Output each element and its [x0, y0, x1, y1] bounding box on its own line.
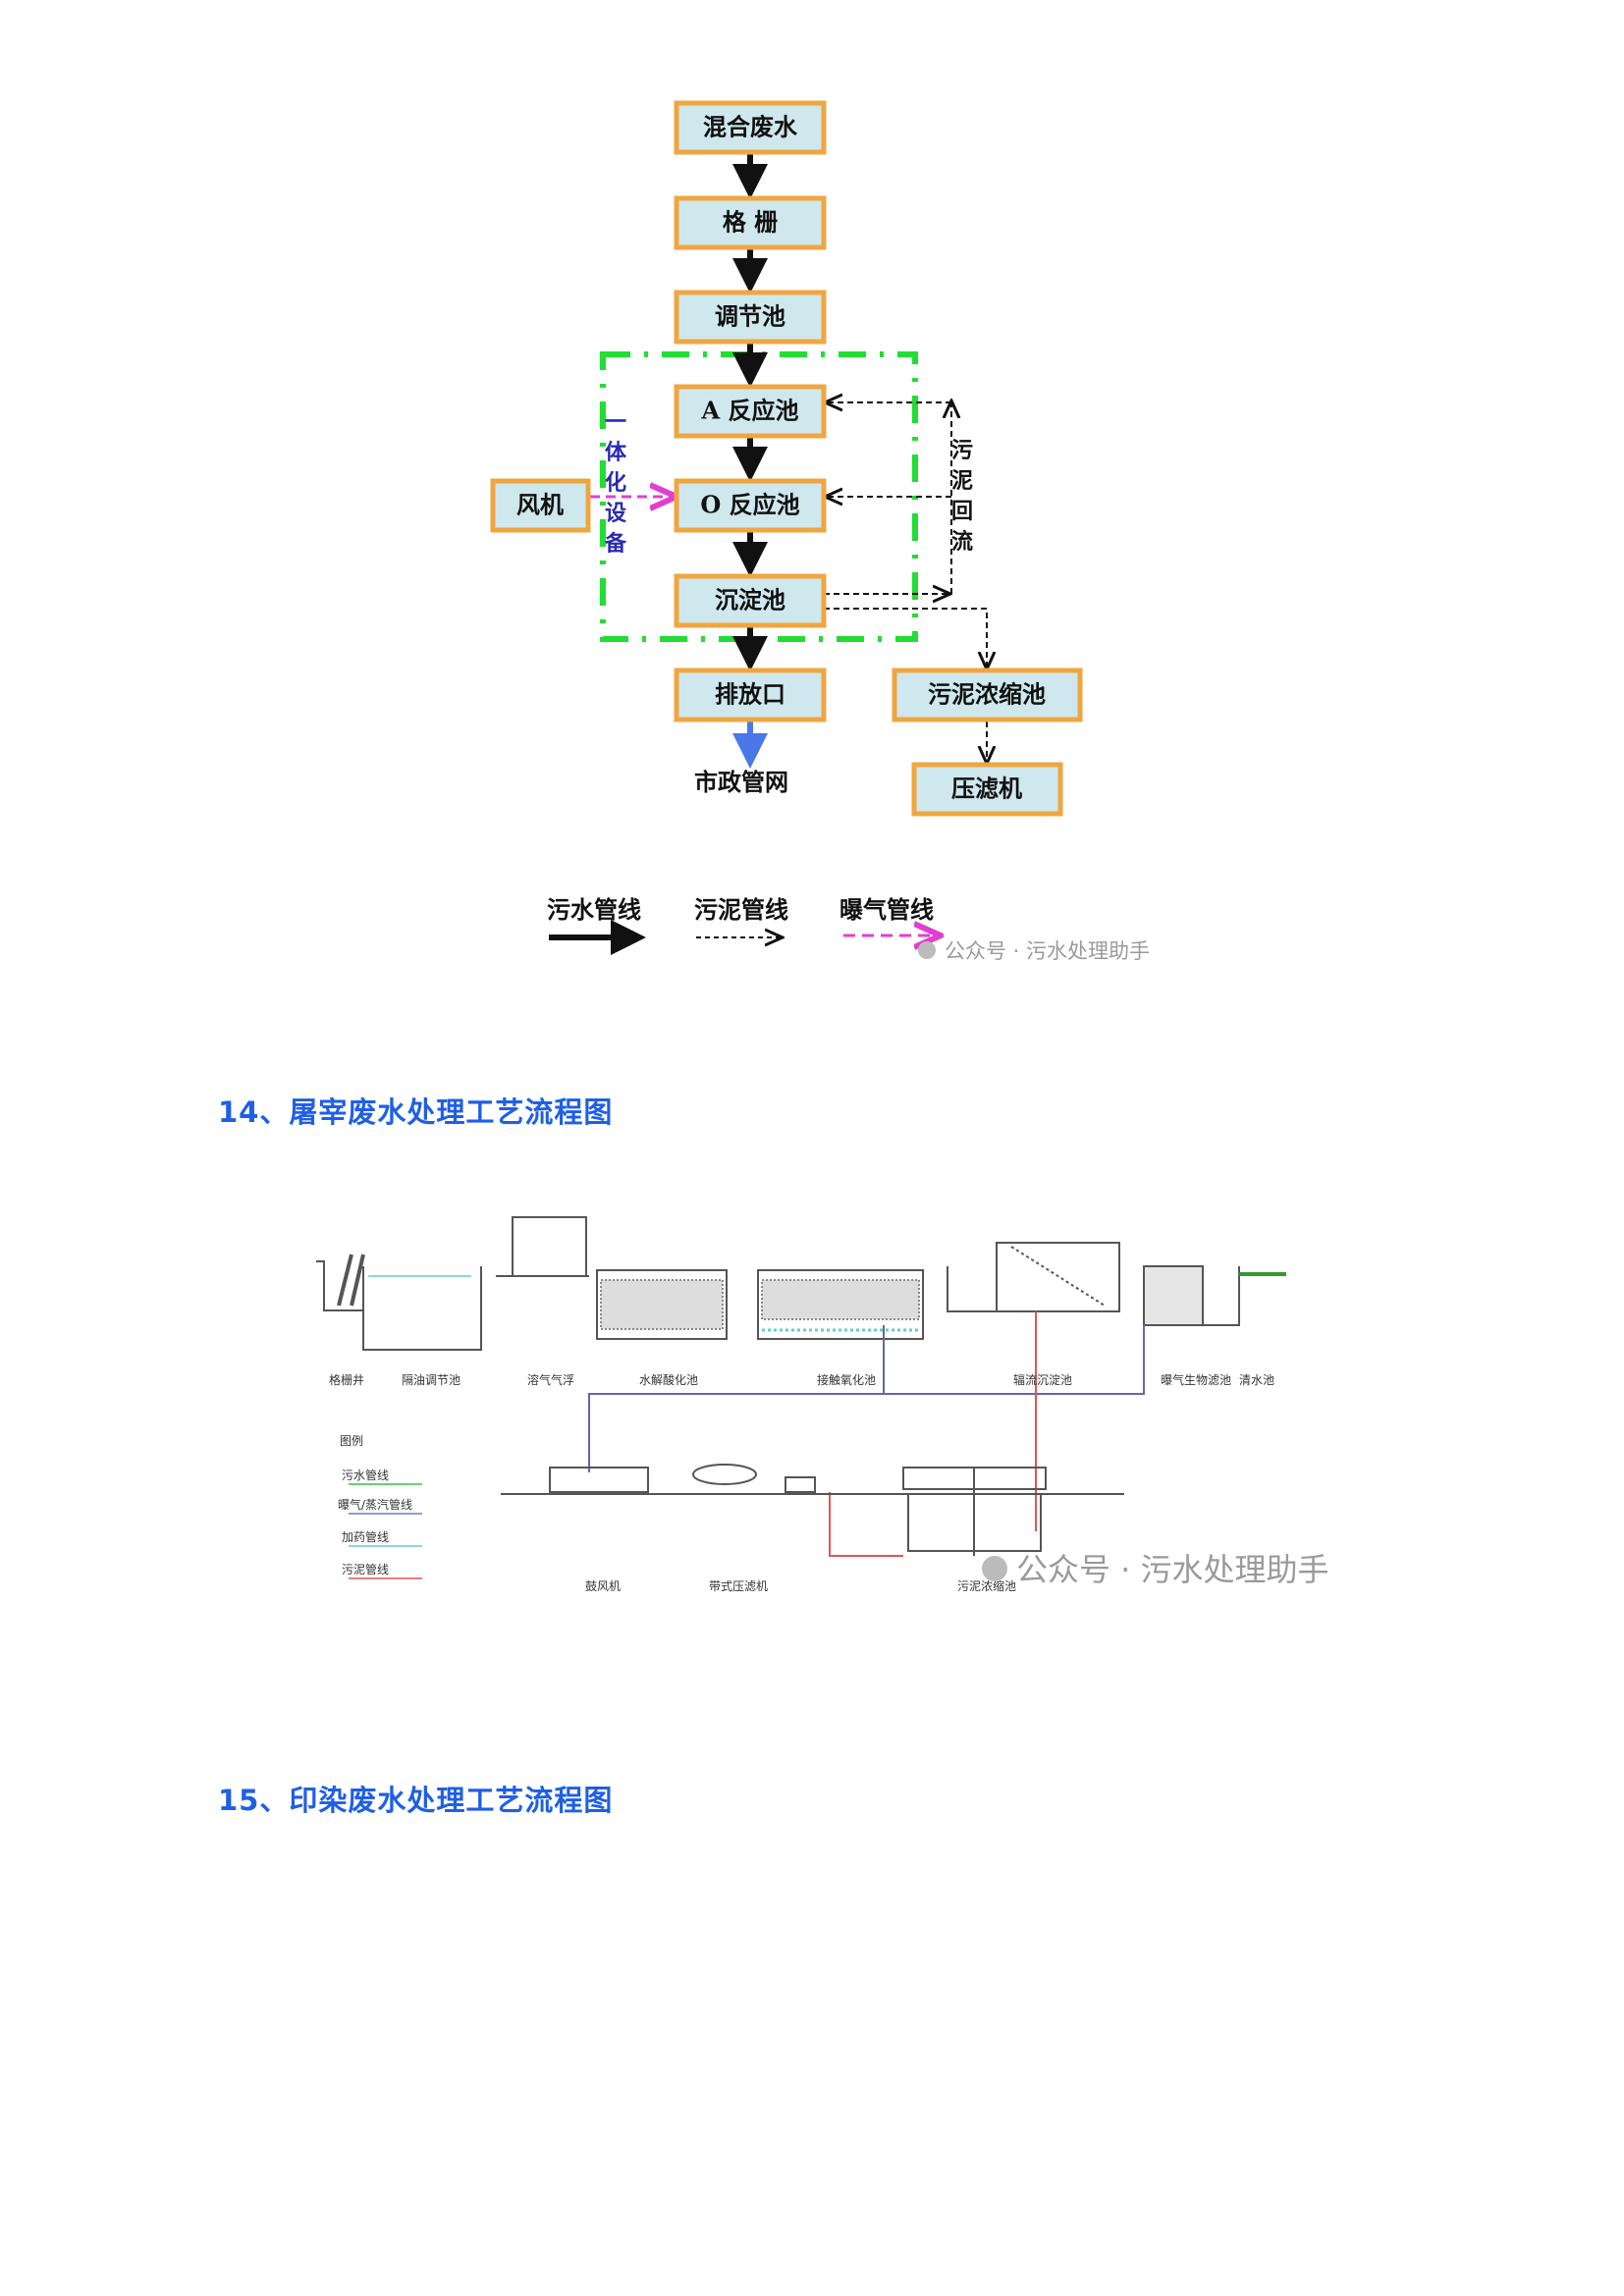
- integrated-equipment-border: [600, 351, 918, 642]
- section-14-heading: 14、屠宰废水处理工艺流程图: [218, 1095, 614, 1129]
- svg-text:压滤机: 压滤机: [951, 774, 1022, 803]
- integrated-equipment-label: 一 体 化 设 备: [604, 410, 627, 557]
- svg-text:带式压滤机: 带式压滤机: [709, 1579, 768, 1593]
- box-outlet: 排放口: [674, 667, 827, 722]
- box-grille: 格 栅: [674, 195, 827, 250]
- box-sludge-thickener: 污泥浓缩池: [892, 667, 1083, 722]
- box-equalization-tank: 调节池: [674, 290, 827, 345]
- svg-text:污泥管线: 污泥管线: [342, 1562, 389, 1576]
- box-sedimentation-tank: 沉淀池: [674, 573, 827, 628]
- svg-text:隔油调节池: 隔油调节池: [402, 1373, 460, 1387]
- wechat-icon: [982, 1556, 1007, 1581]
- svg-text:清水池: 清水池: [1239, 1373, 1274, 1387]
- watermark-2: 公众号 · 污水处理助手: [982, 1551, 1329, 1588]
- svg-text:水解酸化池: 水解酸化池: [639, 1372, 698, 1387]
- legend-aeration-line: 曝气管线: [839, 895, 934, 924]
- svg-text:混合废水: 混合废水: [703, 113, 798, 141]
- box-a-reactor: A 反应池: [674, 384, 827, 439]
- svg-text:曝气生物滤池: 曝气生物滤池: [1161, 1372, 1231, 1387]
- svg-text:调节池: 调节池: [715, 302, 785, 331]
- svg-text:泥: 泥: [951, 469, 973, 494]
- svg-text:鼓风机: 鼓风机: [585, 1579, 621, 1593]
- svg-text:辐流沉淀池: 辐流沉淀池: [1013, 1372, 1072, 1387]
- flow2-unit-labels: 格栅井 隔油调节池 溶气气浮 水解酸化池 接触氧化池 辐流沉淀池 曝气生物滤池 …: [329, 1372, 1274, 1387]
- legend-sludge-line: 污泥管线: [694, 895, 788, 924]
- flow2-bottom-labels: 鼓风机 带式压滤机 污泥浓缩池: [585, 1578, 1016, 1593]
- svg-text:污泥浓缩池: 污泥浓缩池: [957, 1578, 1016, 1593]
- svg-text:回: 回: [951, 500, 973, 524]
- svg-text:溶气气浮: 溶气气浮: [527, 1372, 574, 1387]
- svg-text:排放口: 排放口: [715, 680, 785, 709]
- svg-text:图例: 图例: [340, 1434, 363, 1448]
- svg-text:公众号 · 污水处理助手: 公众号 · 污水处理助手: [945, 939, 1150, 963]
- svg-text:设: 设: [605, 502, 626, 526]
- svg-text:体: 体: [605, 441, 627, 465]
- sludge-return-lines: [824, 402, 987, 762]
- svg-text:风机: 风机: [516, 491, 564, 519]
- svg-text:化: 化: [605, 470, 626, 496]
- box-mixed-wastewater: 混合废水: [674, 100, 827, 155]
- legend-1: 污水管线 污泥管线 曝气管线: [547, 895, 938, 955]
- sludge-return-label: 污 泥 回 流: [951, 439, 973, 555]
- wechat-icon: [918, 941, 936, 959]
- flow2-legend: 图例 污水管线 曝气/蒸汽管线 加药管线 污泥管线: [338, 1434, 422, 1579]
- svg-text:污泥浓缩池: 污泥浓缩池: [928, 680, 1046, 709]
- svg-text:污: 污: [951, 439, 973, 463]
- svg-text:O 反应池: O 反应池: [700, 491, 799, 519]
- svg-text:沉淀池: 沉淀池: [715, 586, 785, 614]
- section-15-heading: 15、印染废水处理工艺流程图: [218, 1784, 614, 1817]
- svg-text:曝气/蒸汽管线: 曝气/蒸汽管线: [338, 1497, 412, 1512]
- svg-text:一: 一: [605, 410, 626, 435]
- svg-text:接触氧化池: 接触氧化池: [817, 1372, 876, 1387]
- svg-text:污水管线: 污水管线: [342, 1468, 389, 1482]
- svg-text:公众号 · 污水处理助手: 公众号 · 污水处理助手: [1016, 1551, 1329, 1588]
- svg-text:流: 流: [951, 529, 973, 555]
- legend-sewage-line: 污水管线: [547, 895, 641, 924]
- box-o-reactor: O 反应池: [674, 478, 827, 533]
- svg-text:备: 备: [604, 531, 627, 557]
- box-blower: 风机: [490, 478, 591, 533]
- flow-diagram-2: [316, 1216, 1286, 1557]
- svg-text:格 栅: 格 栅: [723, 208, 778, 237]
- box-filter-press: 压滤机: [911, 762, 1063, 817]
- svg-text:格栅井: 格栅井: [329, 1372, 364, 1387]
- svg-text:A 反应池: A 反应池: [701, 397, 799, 425]
- svg-text:加药管线: 加药管线: [342, 1529, 389, 1544]
- watermark-1: 公众号 · 污水处理助手: [918, 939, 1150, 963]
- municipal-network-label: 市政管网: [694, 768, 788, 796]
